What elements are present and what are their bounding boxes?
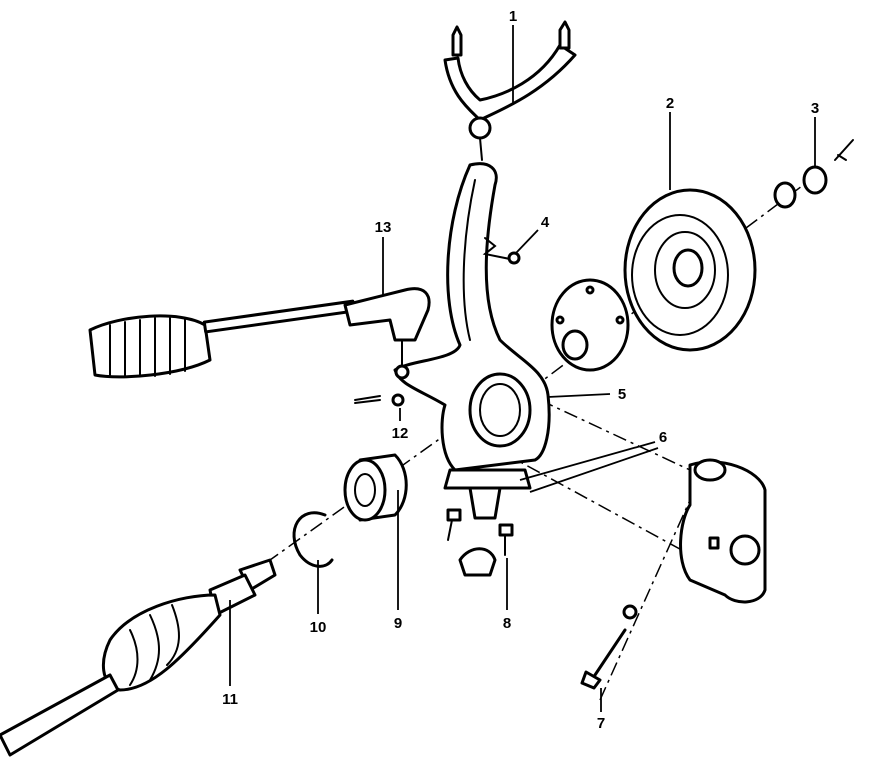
callout-7: 7 bbox=[597, 715, 605, 732]
hub-nut bbox=[773, 139, 854, 209]
callout-3: 3 bbox=[811, 100, 819, 117]
callout-labels: 1 2 3 4 5 6 7 8 9 10 11 12 13 bbox=[222, 8, 819, 732]
leader-lines bbox=[229, 25, 816, 712]
snap-ring bbox=[292, 511, 334, 568]
knuckle-bolt bbox=[482, 237, 521, 265]
callout-9: 9 bbox=[394, 615, 402, 632]
brake-disc bbox=[623, 188, 757, 352]
callout-5: 5 bbox=[618, 386, 626, 403]
callout-10: 10 bbox=[310, 619, 327, 636]
upper-control-arm bbox=[443, 20, 577, 161]
callout-12: 12 bbox=[392, 425, 409, 442]
callout-4: 4 bbox=[541, 214, 550, 231]
callout-6: 6 bbox=[659, 429, 667, 446]
callout-8: 8 bbox=[503, 615, 511, 632]
tie-rod-nut-and-cotter-pin bbox=[354, 393, 405, 407]
wheel-hub bbox=[550, 278, 630, 372]
wheel-bearing bbox=[343, 453, 408, 522]
ball-joint-bolts bbox=[446, 508, 514, 577]
callout-11: 11 bbox=[222, 691, 238, 708]
callout-2: 2 bbox=[666, 95, 674, 112]
tie-rod-end bbox=[88, 287, 431, 379]
steering-knuckle bbox=[393, 162, 551, 520]
caliper-bolt bbox=[580, 604, 638, 690]
drive-shaft bbox=[0, 558, 277, 757]
callout-1: 1 bbox=[509, 8, 517, 25]
brake-caliper bbox=[679, 458, 767, 604]
callout-13: 13 bbox=[375, 219, 392, 236]
